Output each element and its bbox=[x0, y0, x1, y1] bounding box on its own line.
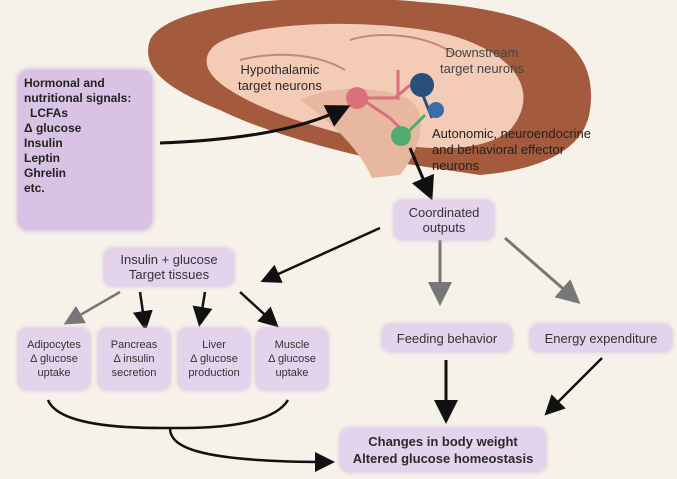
autonomic-line: neurons bbox=[432, 158, 591, 174]
signals-line: Δ glucose bbox=[24, 121, 131, 136]
arrow-to-adipocytes bbox=[68, 292, 120, 322]
insulin-glucose-box: Insulin + glucose Target tissues bbox=[104, 248, 234, 286]
hypothalamic-label: Hypothalamic target neurons bbox=[238, 62, 322, 94]
arrow-outputs-to-tissues bbox=[265, 228, 380, 280]
insulin-glucose-line: Target tissues bbox=[129, 267, 209, 282]
signals-line: etc. bbox=[24, 181, 131, 196]
signals-line: nutritional signals: bbox=[24, 91, 131, 106]
tissue-line: Muscle bbox=[275, 338, 310, 352]
muscle-box: Muscle Δ glucose uptake bbox=[256, 328, 328, 390]
result-line: Altered glucose homeostasis bbox=[353, 450, 534, 467]
arrow-to-muscle bbox=[240, 292, 275, 324]
hypothalamic-line: Hypothalamic bbox=[238, 62, 322, 78]
arrow-to-liver bbox=[200, 292, 205, 322]
downstream-neuron-small-icon bbox=[428, 102, 444, 118]
feeding-behavior-box: Feeding behavior bbox=[382, 324, 512, 352]
feeding-label: Feeding behavior bbox=[397, 331, 497, 346]
hypothalamic-neuron-icon bbox=[346, 87, 368, 109]
autonomic-line: Autonomic, neuroendocrine bbox=[432, 126, 591, 142]
downstream-line: Downstream bbox=[440, 45, 524, 61]
downstream-line: target neurons bbox=[440, 61, 524, 77]
tissue-line: production bbox=[188, 366, 239, 380]
tissue-line: Δ glucose bbox=[30, 352, 78, 366]
tissue-line: uptake bbox=[275, 366, 308, 380]
hypothalamic-line: target neurons bbox=[238, 78, 322, 94]
tissue-line: Δ glucose bbox=[268, 352, 316, 366]
effector-neuron-icon bbox=[391, 126, 411, 146]
downstream-label: Downstream target neurons bbox=[440, 45, 524, 77]
adipocytes-box: Adipocytes Δ glucose uptake bbox=[18, 328, 90, 390]
coordinated-outputs-box: Coordinated outputs bbox=[394, 200, 494, 240]
tissue-line: secretion bbox=[112, 366, 157, 380]
energy-label: Energy expenditure bbox=[545, 331, 658, 346]
tissue-line: Pancreas bbox=[111, 338, 157, 352]
pancreas-box: Pancreas Δ insulin secretion bbox=[98, 328, 170, 390]
arrow-tissues-to-result bbox=[170, 428, 330, 462]
arrow-outputs-to-energy bbox=[505, 238, 576, 300]
autonomic-line: and behavioral effector bbox=[432, 142, 591, 158]
insulin-glucose-line: Insulin + glucose bbox=[120, 252, 217, 267]
tissue-line: uptake bbox=[37, 366, 70, 380]
tissue-line: Liver bbox=[202, 338, 226, 352]
signals-line: Insulin bbox=[24, 136, 131, 151]
signals-line: LCFAs bbox=[24, 106, 131, 121]
bracket-tissues bbox=[48, 400, 288, 428]
signals-line: Leptin bbox=[24, 151, 131, 166]
coordinated-line: Coordinated bbox=[409, 205, 480, 220]
downstream-neuron-icon bbox=[410, 73, 434, 97]
autonomic-label: Autonomic, neuroendocrine and behavioral… bbox=[432, 126, 591, 174]
coordinated-line: outputs bbox=[423, 220, 466, 235]
tissue-line: Δ insulin bbox=[114, 352, 155, 366]
result-box: Changes in body weight Altered glucose h… bbox=[340, 428, 546, 472]
tissue-line: Adipocytes bbox=[27, 338, 81, 352]
arrow-to-pancreas bbox=[140, 292, 145, 326]
arrow-energy-to-result bbox=[548, 358, 602, 412]
signals-line: Hormonal and bbox=[24, 76, 131, 91]
liver-box: Liver Δ glucose production bbox=[178, 328, 250, 390]
signals-line: Ghrelin bbox=[24, 166, 131, 181]
result-line: Changes in body weight bbox=[368, 433, 518, 450]
tissue-line: Δ glucose bbox=[190, 352, 238, 366]
energy-expenditure-box: Energy expenditure bbox=[530, 324, 672, 352]
signals-label: Hormonal and nutritional signals: LCFAs … bbox=[24, 76, 131, 196]
